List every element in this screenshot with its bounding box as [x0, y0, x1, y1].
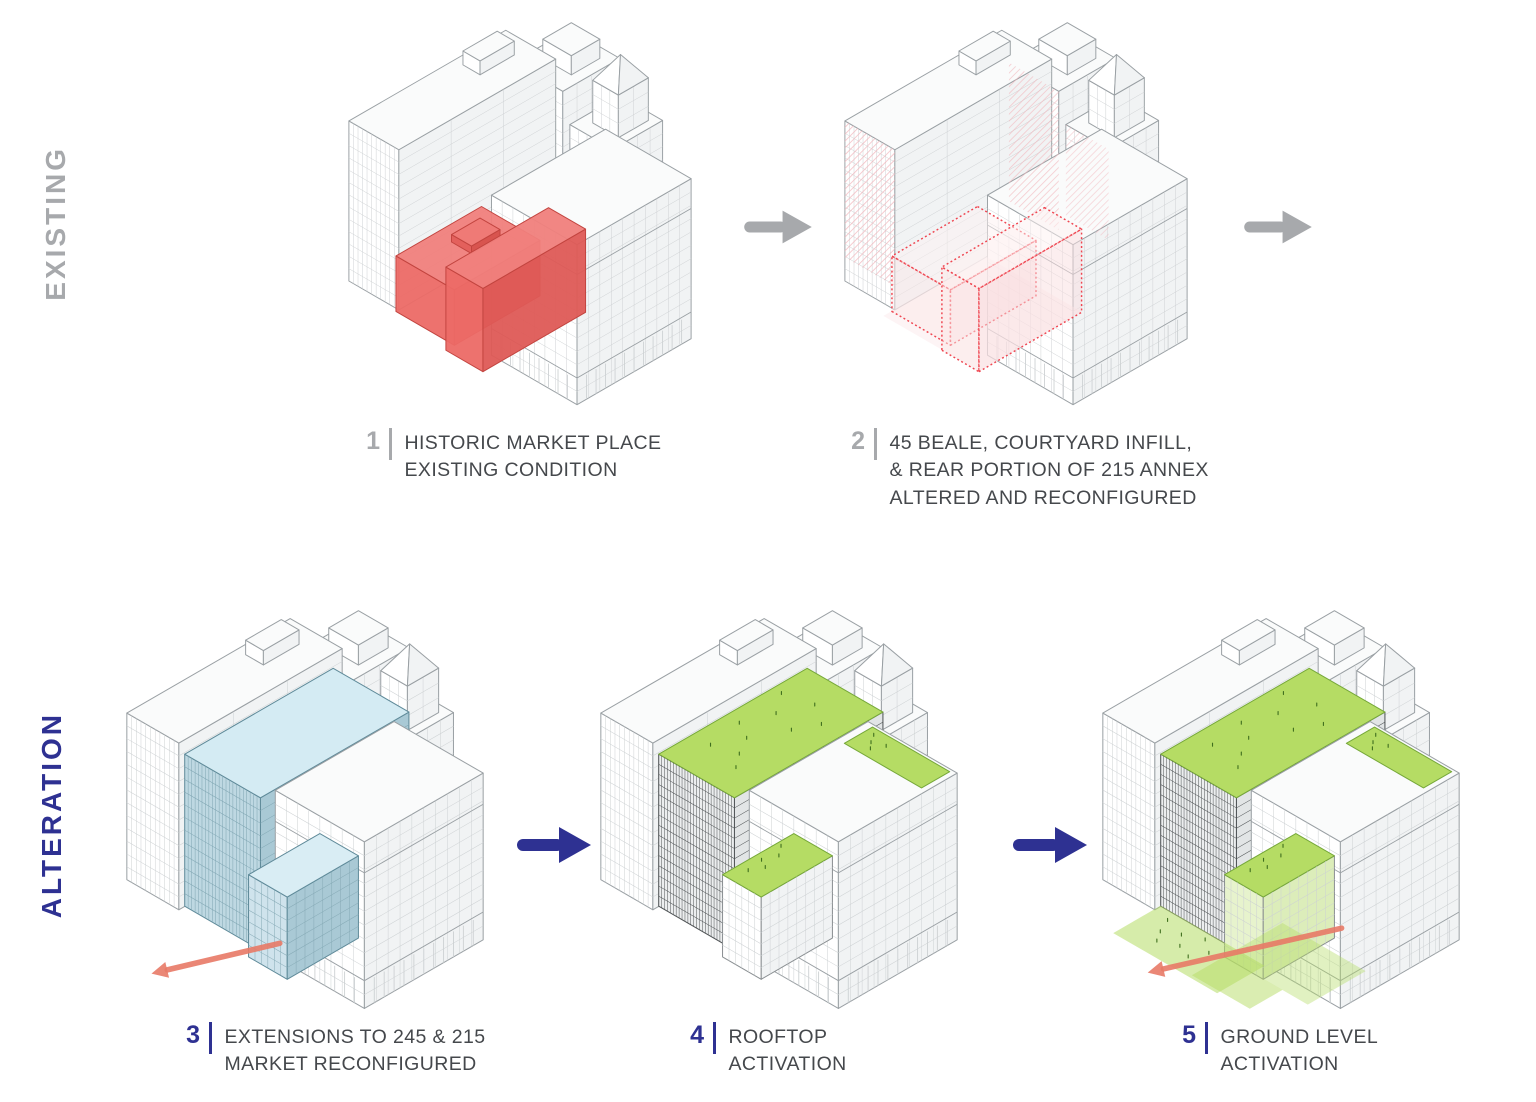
- step-number: 5: [1182, 1021, 1196, 1049]
- diagram-step-3-extensions: [126, 610, 484, 1009]
- caption-divider: [1205, 1022, 1208, 1054]
- caption-divider: [389, 428, 392, 460]
- caption-divider: [713, 1022, 716, 1054]
- diagram-step-4-rooftop-activation: [600, 610, 958, 1009]
- diagram-step-2-altered-reconfigured: [844, 22, 1188, 406]
- diagram-step-1-existing-condition: [348, 22, 692, 406]
- caption-text: 45 BEALE, COURTYARD INFILL, & REAR PORTI…: [889, 432, 1209, 509]
- step-number: 1: [366, 427, 380, 455]
- caption-divider: [209, 1022, 212, 1054]
- alteration-row-label: ALTERATION: [36, 712, 67, 919]
- caption-step-2: 2 45 BEALE, COURTYARD INFILL, & REAR POR…: [843, 427, 1209, 512]
- caption-text: EXTENSIONS TO 245 & 215 MARKET RECONFIGU…: [224, 1026, 486, 1076]
- caption-step-4: 4 ROOFTOP ACTIVATION: [682, 1021, 847, 1079]
- diagram-step-5-ground-level-activation: [1102, 610, 1460, 1009]
- caption-text: GROUND LEVEL ACTIVATION: [1220, 1026, 1379, 1076]
- caption-step-1: 1 HISTORIC MARKET PLACE EXISTING CONDITI…: [358, 427, 662, 485]
- caption-step-3: 3 EXTENSIONS TO 245 & 215 MARKET RECONFI…: [178, 1021, 486, 1079]
- flow-arrow-right-icon: [517, 827, 591, 863]
- existing-row-label: EXISTING: [40, 146, 71, 301]
- flow-arrow-right-icon: [1013, 827, 1087, 863]
- step-number: 2: [851, 427, 865, 455]
- flow-arrow-right-icon: [744, 210, 812, 244]
- step-number: 4: [690, 1021, 704, 1049]
- caption-step-5: 5 GROUND LEVEL ACTIVATION: [1174, 1021, 1379, 1079]
- flow-arrow-right-icon: [1244, 210, 1312, 244]
- caption-text: ROOFTOP ACTIVATION: [728, 1026, 847, 1076]
- caption-text: HISTORIC MARKET PLACE EXISTING CONDITION: [404, 432, 662, 482]
- caption-divider: [874, 428, 877, 460]
- step-number: 3: [186, 1021, 200, 1049]
